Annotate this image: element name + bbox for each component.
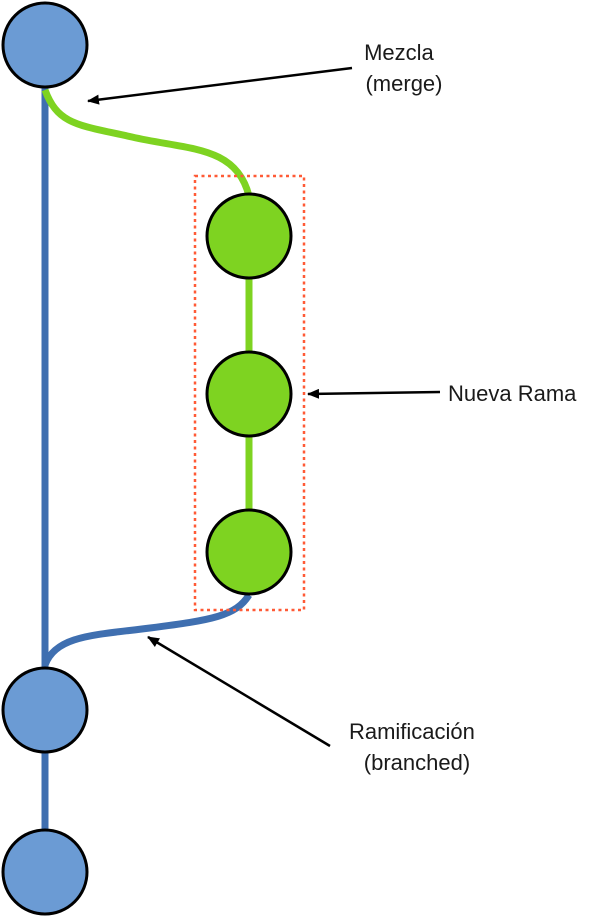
new-branch-highlight-box [193,174,306,612]
new-branch-label: Nueva Rama [448,381,577,406]
merge-label-line2: (merge) [365,71,442,96]
feature-commit-node [205,350,293,438]
branched-label-line2: (branched) [364,750,470,775]
branched-label-line1: Ramificación [349,719,475,744]
branched-label: Ramificación (branched) [349,719,481,775]
main-commit-node [1,666,89,754]
merge-label-line1: Mezcla [364,40,434,65]
feature-commit-node [205,192,293,280]
feature-commit-node [205,508,293,596]
main-commit-node [1,828,89,916]
branched-arrow [147,635,331,748]
new-branch-arrow [307,388,441,399]
main-commit-node [1,1,89,89]
merge-arrow [87,66,353,105]
branch-curve [41,593,252,667]
merge-label: Mezcla (merge) [364,40,442,96]
merge-curve [41,88,253,197]
